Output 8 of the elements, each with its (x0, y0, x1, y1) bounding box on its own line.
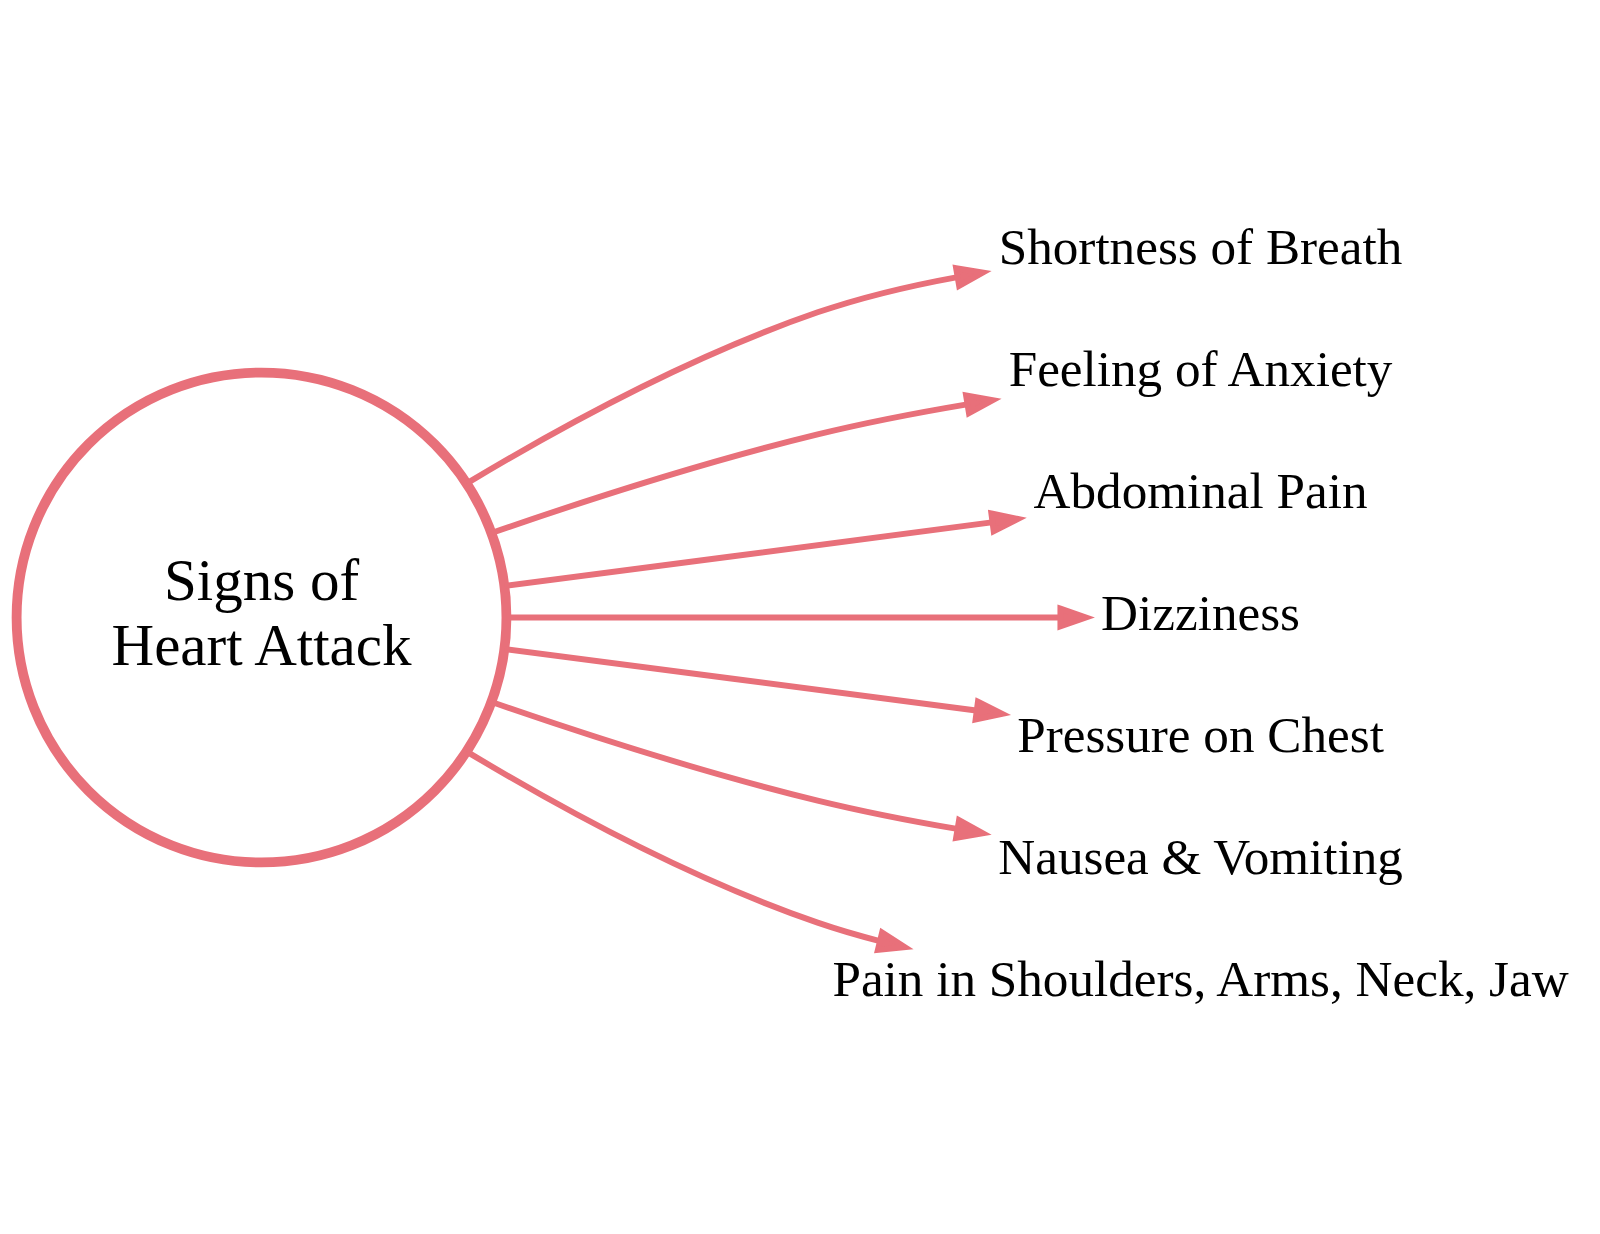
node-text: Abdominal Pain (1033, 461, 1368, 519)
node-text: Feeling of Anxiety (1008, 339, 1393, 397)
node-circle: Signs of Heart Attack (11, 367, 512, 867)
node-text: Pain in Shoulders, Arms, Neck, Jaw (832, 949, 1569, 1007)
node-text: Shortness of Breath (998, 217, 1403, 275)
node-text: Pressure on Chest (1017, 705, 1384, 763)
node-text: Dizziness (1101, 583, 1301, 641)
node-text: Nausea & Vomiting (998, 827, 1403, 885)
